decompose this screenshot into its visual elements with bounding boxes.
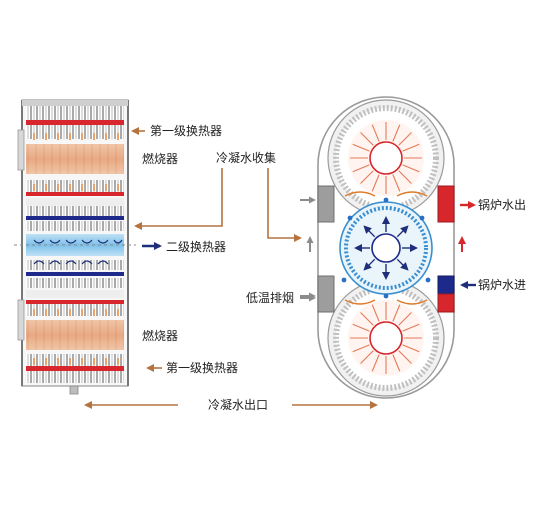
radial-flow-arrow bbox=[363, 225, 376, 238]
flame-ray bbox=[371, 174, 380, 192]
flame-ray bbox=[402, 143, 420, 152]
flame-ray bbox=[360, 350, 374, 364]
label-boiler-water-in: 锅炉水进 bbox=[478, 278, 527, 292]
flame-ray bbox=[371, 304, 380, 322]
flame-ray bbox=[398, 132, 412, 146]
annotation-arrows bbox=[84, 127, 476, 409]
cross-section-view bbox=[300, 96, 466, 399]
left-lower-manifold bbox=[317, 275, 335, 313]
flame-ray bbox=[402, 164, 420, 173]
flame-ray bbox=[371, 354, 380, 372]
first-stage-hx-bottom-red-bar bbox=[26, 366, 124, 371]
flame-ray bbox=[392, 354, 401, 372]
label-first-stage-hx-top: 第一级换热器 bbox=[150, 124, 223, 138]
hot-water-outlet-manifold bbox=[437, 185, 455, 223]
flame-ray bbox=[360, 312, 374, 326]
flame-ray bbox=[352, 323, 370, 332]
column-section-view bbox=[14, 99, 136, 395]
flame-ray bbox=[360, 170, 374, 184]
flame-ray bbox=[360, 132, 374, 146]
flame-ray bbox=[352, 164, 370, 173]
flame-ray bbox=[398, 312, 412, 326]
flame-ray bbox=[398, 170, 412, 184]
radial-flow-arrow bbox=[396, 225, 409, 238]
radial-flow-arrow bbox=[396, 258, 409, 271]
label-burner-bottom: 燃烧器 bbox=[142, 329, 179, 343]
flame-ray bbox=[392, 124, 401, 142]
flame-ray bbox=[402, 323, 420, 332]
flame-ray bbox=[352, 143, 370, 152]
left-upper-manifold bbox=[317, 185, 335, 223]
label-low-temp-flue: 低温排烟 bbox=[246, 291, 295, 305]
flame-ray bbox=[371, 124, 380, 142]
label-burner-top: 燃烧器 bbox=[142, 152, 179, 166]
return-water-inlet-manifold bbox=[437, 275, 455, 295]
flame-ray bbox=[398, 350, 412, 364]
label-first-stage-hx-bottom: 第一级换热器 bbox=[166, 361, 239, 375]
second-stage-flow-streaks bbox=[33, 239, 123, 265]
flame-ray bbox=[392, 174, 401, 192]
first-stage-hx-top-red-bar bbox=[26, 120, 124, 125]
flame-ray bbox=[352, 344, 370, 353]
radial-flow-arrow bbox=[363, 258, 376, 271]
label-second-stage-hx: 二级换热器 bbox=[166, 240, 227, 254]
first-stage-hx-top-fins bbox=[26, 106, 124, 120]
label-condensate-outlet: 冷凝水出口 bbox=[208, 398, 269, 412]
label-boiler-water-out: 锅炉水出 bbox=[478, 198, 527, 212]
flame-ray bbox=[402, 344, 420, 353]
label-condensate-collection: 冷凝水收集 bbox=[216, 151, 277, 165]
flame-ray bbox=[392, 304, 401, 322]
